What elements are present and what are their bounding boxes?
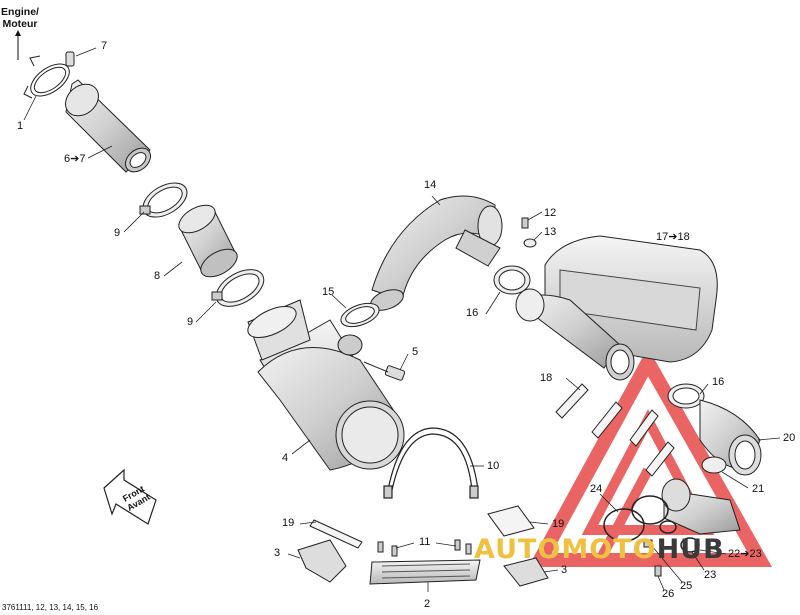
part-16-clamp-upper (493, 265, 531, 295)
part-9-clamp-lower (211, 269, 265, 307)
part-1-clamp (23, 55, 70, 99)
callout-20: 20 (783, 432, 796, 444)
part-19-heat-shield-left (309, 519, 363, 549)
leader-lines (23, 47, 781, 592)
watermark-part1: AUTOMOTO (474, 534, 657, 565)
callout-16-upper: 16 (466, 307, 479, 319)
watermark-part2: HUB (656, 534, 725, 565)
part-23-gasket (659, 520, 700, 553)
watermark-text: AUTOMOTOHUB (474, 534, 725, 565)
part-20-tailpipe (699, 399, 762, 476)
callout-14: 14 (424, 179, 437, 191)
callout-16-lower: 16 (712, 376, 725, 388)
part-4-muffler (247, 299, 405, 471)
part-25-nut (643, 539, 653, 548)
part-8-sleeve (178, 204, 238, 278)
part-6-manifold-pipe (65, 79, 152, 173)
engine-label-line2: Moteur (2, 18, 38, 30)
front-direction-arrow (103, 468, 157, 525)
part-17-silencer (515, 235, 718, 381)
part-26-bolt (654, 565, 662, 577)
part-11-bolts (377, 539, 472, 557)
part-14-flex-pipe (370, 195, 503, 311)
part-10-strap (383, 427, 479, 499)
callout-15: 15 (322, 286, 335, 298)
part-3-bracket-left (297, 539, 347, 583)
part-22-end-cap (661, 478, 741, 535)
callout-19-right: 19 (552, 518, 565, 530)
callout-22-23: 22➔23 (728, 548, 762, 560)
callout-25: 25 (680, 580, 693, 592)
callout-5: 5 (412, 346, 419, 358)
callout-17-18: 17➔18 (656, 231, 690, 243)
part-7-stud (65, 51, 75, 67)
callout-6-7: 6➔7 (64, 153, 86, 165)
callout-10: 10 (487, 460, 500, 472)
callout-11: 11 (419, 536, 431, 548)
part-9-clamp-upper (139, 182, 188, 218)
part-24-gasket (603, 495, 669, 542)
callout-18: 18 (540, 372, 553, 384)
engine-label-line1: Engine/ (1, 6, 39, 18)
callout-7: 7 (101, 40, 108, 52)
part-5-sensor (363, 361, 406, 381)
callout-1: 1 (17, 120, 24, 132)
callout-3-right: 3 (561, 564, 568, 576)
part-16-clamp-lower (667, 383, 705, 409)
part-15-clamp (340, 302, 380, 328)
callout-12: 12 (544, 207, 557, 219)
callout-3-left: 3 (274, 547, 281, 559)
callout-8: 8 (154, 270, 161, 282)
callout-2: 2 (424, 598, 431, 610)
callout-24: 24 (590, 483, 603, 495)
engine-direction-arrow (15, 30, 21, 60)
part-18-heat-shields (555, 383, 675, 477)
part-21-clamp (701, 456, 727, 474)
part-3-bracket-right (503, 557, 549, 587)
callout-9-lower: 9 (187, 316, 194, 328)
callout-13: 13 (544, 226, 557, 238)
part-19-heat-shield-right (487, 505, 535, 537)
callout-9-upper: 9 (114, 227, 121, 239)
callout-26: 26 (662, 588, 675, 600)
drawing-reference: 3761111, 12, 13, 14, 15, 16 (2, 603, 99, 612)
part-2-mounting-plate (369, 559, 481, 585)
callout-4: 4 (282, 452, 289, 464)
callout-23: 23 (704, 569, 717, 581)
part-12-bolt (521, 217, 529, 229)
part-13-washer (523, 238, 537, 248)
callout-19-left: 19 (282, 517, 295, 529)
callout-21: 21 (752, 483, 765, 495)
engine-label: Engine/ Moteur (0, 6, 40, 30)
